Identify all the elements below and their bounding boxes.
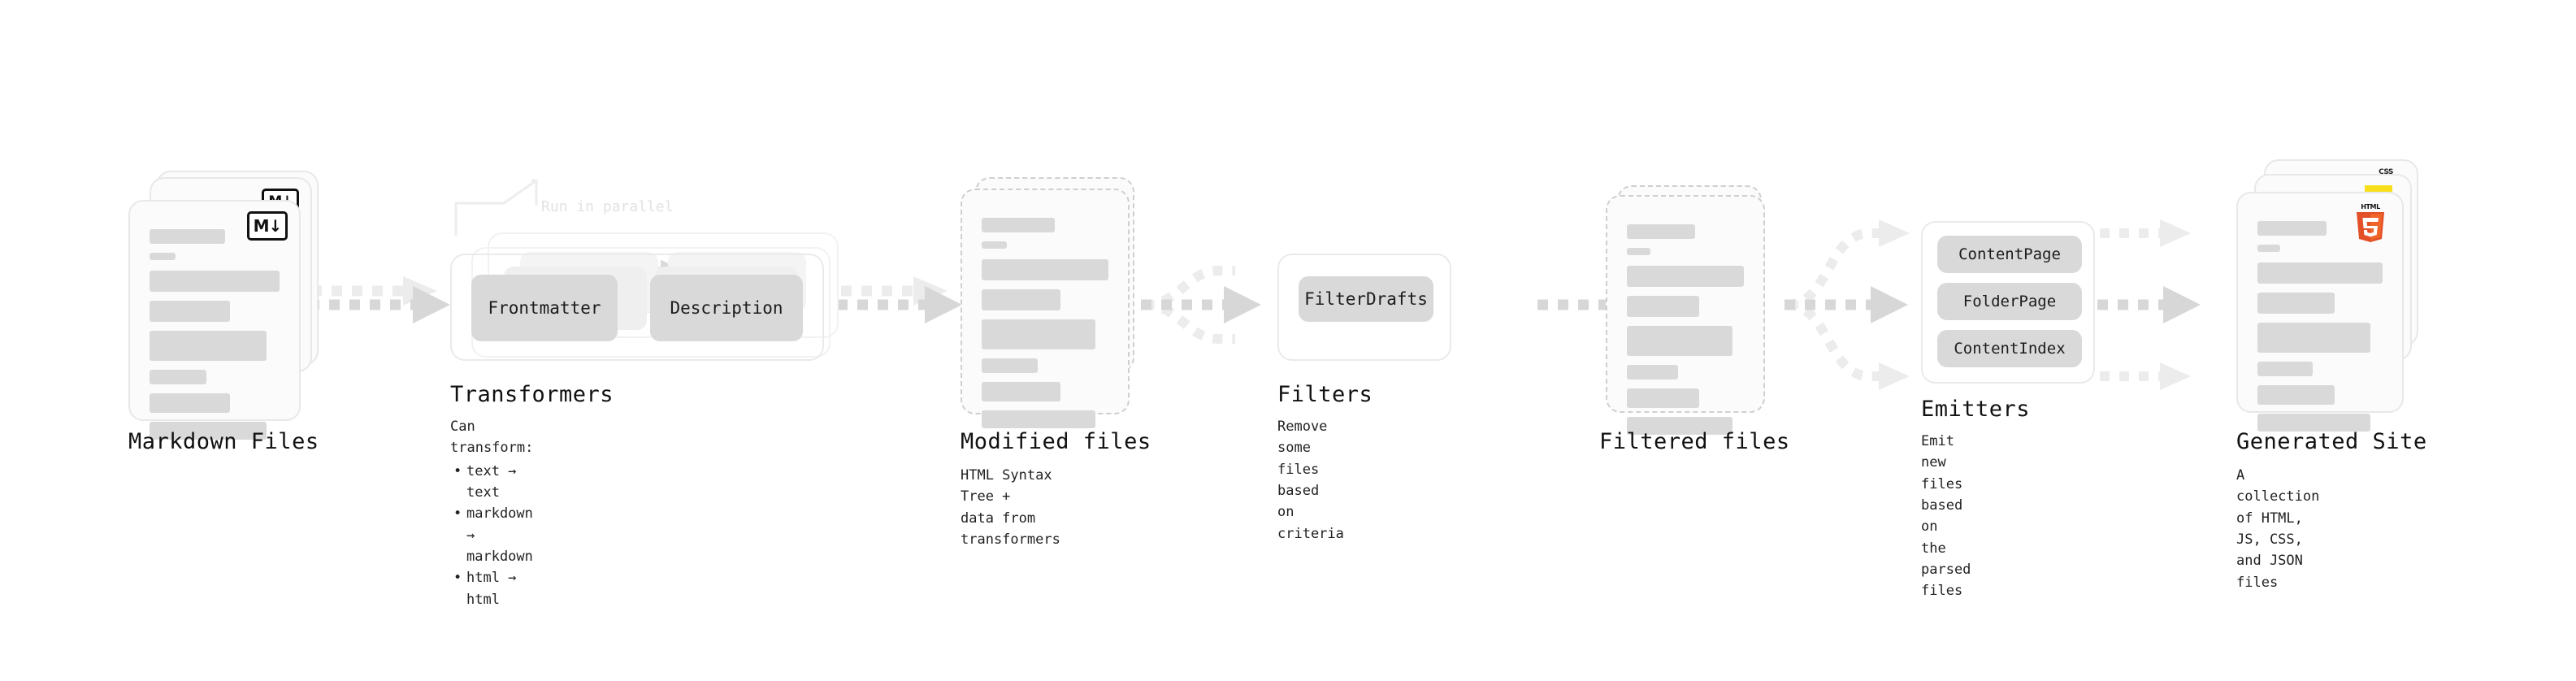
svg-text:HTML: HTML [2361, 203, 2380, 210]
transform-list: text → text markdown → markdown html → h… [450, 461, 533, 610]
list-item: text → text [453, 461, 533, 504]
caption-line: Can transform: [450, 419, 534, 457]
arrow-filtered-to-emitters [1785, 219, 1910, 390]
chip-description[interactable]: Description [650, 275, 803, 341]
arrow-transformers-to-modified [837, 276, 962, 323]
caption-line: on criteria [1277, 504, 1344, 542]
markdown-card-front: M↓ [128, 200, 301, 440]
transformers-card-front: Frontmatter Description [450, 254, 824, 361]
stage-caption: Emit new files based on the parsed files [1921, 431, 1971, 602]
stage-title: Filtered files [1599, 429, 1790, 454]
caption-line: the parsed files [1921, 540, 1971, 600]
stage-title: Markdown Files [128, 429, 319, 454]
html5-badge: HTML [2352, 202, 2389, 244]
caption-line: Remove some files based [1277, 419, 1328, 500]
chip-filterdrafts[interactable]: FilterDrafts [1299, 276, 1433, 322]
stage-caption: Remove some files based on criteria [1277, 416, 1344, 544]
stage-caption: Can transform: text → text markdown → ma… [450, 416, 533, 610]
document-skeleton [2257, 221, 2383, 440]
stage-title: Emitters [1921, 397, 2031, 422]
stage-title: Transformers [450, 382, 614, 407]
chip-frontmatter[interactable]: Frontmatter [471, 275, 618, 341]
run-in-parallel-note: Run in parallel [541, 198, 674, 215]
caption-line: HTML Syntax Tree + [961, 467, 1052, 505]
markdown-badge: M↓ [247, 211, 288, 241]
emitters-card: ContentPage FolderPage ContentIndex [1921, 221, 2095, 384]
chip-folderpage[interactable]: FolderPage [1937, 283, 2082, 320]
stage-title: Modified files [961, 429, 1151, 454]
document-skeleton [1627, 224, 1744, 444]
chip-contentpage[interactable]: ContentPage [1937, 236, 2082, 273]
modified-card-front [961, 189, 1130, 428]
filters-card: FilterDrafts [1277, 254, 1451, 361]
caption-line: A collection of HTML, [2236, 467, 2320, 527]
caption-line: JS, CSS, and JSON files [2236, 531, 2303, 591]
stage-caption: HTML Syntax Tree + data from transformer… [961, 465, 1060, 550]
list-item: markdown → markdown [453, 503, 533, 567]
arrow-emitters-to-site [2077, 219, 2201, 390]
arrow-modified-to-filters [1141, 266, 1261, 344]
document-skeleton [982, 218, 1108, 437]
css-badge-label: CSS [2379, 168, 2393, 176]
arrow-markdown-to-transformers [309, 276, 450, 323]
run-in-parallel-leader [454, 179, 538, 236]
stage-caption: A collection of HTML, JS, CSS, and JSON … [2236, 465, 2319, 593]
document-skeleton [150, 229, 280, 449]
list-item: html → html [453, 567, 533, 610]
caption-line: Emit new files based on [1921, 433, 1963, 536]
site-card-html: HTML [2236, 192, 2404, 432]
chip-contentindex[interactable]: ContentIndex [1937, 330, 2082, 367]
filtered-card-front [1606, 195, 1765, 435]
stage-title: Filters [1277, 382, 1373, 407]
caption-line: data from transformers [961, 510, 1060, 549]
stage-title: Generated Site [2236, 429, 2427, 454]
